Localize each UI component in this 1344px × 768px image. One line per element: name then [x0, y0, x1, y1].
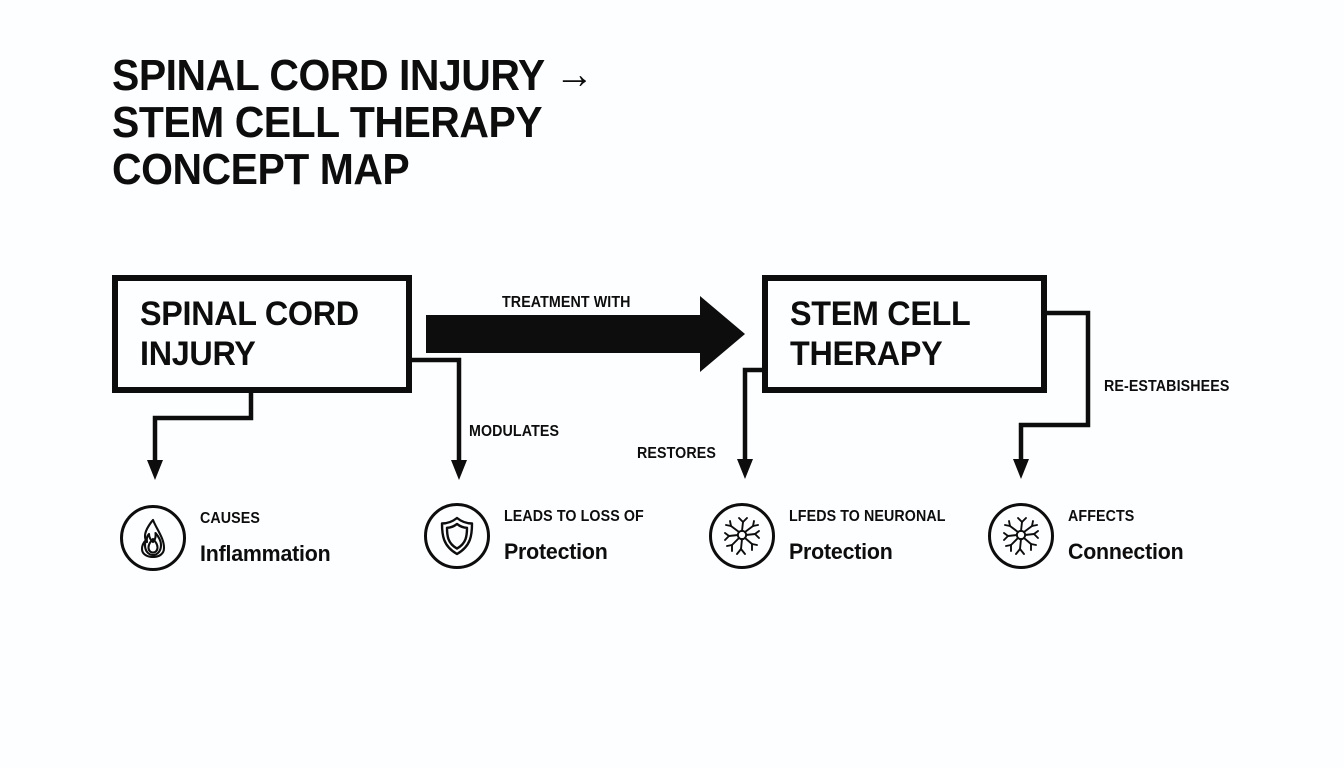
connector-restores: [737, 367, 762, 479]
right-arrow-icon: →: [554, 50, 594, 97]
node-inflammation-relation: CAUSES: [200, 509, 260, 527]
box-sci-line-2: INJURY: [140, 335, 256, 373]
title-line-2: STEM CELL THERAPY: [112, 98, 543, 147]
node-protection-loss[interactable]: LEADS TO LOSS OF Protection: [424, 503, 656, 569]
box-sct-line-1: STEM CELL: [790, 295, 971, 333]
connector-modulates: [412, 357, 467, 480]
node-connection-text: AFFECTS Connection: [1068, 508, 1187, 565]
node-inflammation[interactable]: CAUSES Inflammation: [120, 505, 335, 571]
connector-causes: [147, 393, 254, 480]
title-line-1-text: SPINAL CORD INJURY: [112, 51, 544, 100]
edge-label-treatment-with: TREATMENT WITH: [502, 294, 631, 311]
node-neuronal-protection-text: LFEDS TO NEURONAL Protection: [789, 508, 959, 565]
connector-reestablishes: [1013, 310, 1091, 479]
node-connection[interactable]: AFFECTS Connection: [988, 503, 1187, 569]
concept-box-spinal-cord-injury[interactable]: SPINAL CORD INJURY: [112, 275, 412, 393]
neuron-icon: [988, 503, 1054, 569]
title-line-3: CONCEPT MAP: [112, 145, 410, 194]
node-protection-loss-text: LEADS TO LOSS OF Protection: [504, 508, 656, 565]
box-sct-line-2: THERAPY: [790, 335, 943, 373]
edge-label-modulates: MODULATES: [469, 423, 560, 440]
node-inflammation-text: CAUSES Inflammation: [200, 510, 335, 567]
page-title: SPINAL CORD INJURY → STEM CELL THERAPY C…: [112, 50, 812, 194]
main-arrow-treatment: [426, 296, 745, 372]
node-protection-loss-name: Protection: [504, 538, 608, 564]
neuron-icon: [709, 503, 775, 569]
flame-icon: [120, 505, 186, 571]
node-neuronal-protection-name: Protection: [789, 538, 893, 564]
node-connection-relation: AFFECTS: [1068, 507, 1135, 525]
node-protection-loss-relation: LEADS TO LOSS OF: [504, 507, 644, 525]
node-inflammation-name: Inflammation: [200, 540, 331, 566]
node-connection-name: Connection: [1068, 538, 1184, 564]
shield-icon: [424, 503, 490, 569]
box-sci-line-1: SPINAL CORD: [140, 295, 359, 333]
edge-label-reestablishes: RE-ESTABISHEES: [1104, 378, 1230, 395]
node-neuronal-protection-relation: LFEDS TO NEURONAL: [789, 507, 946, 525]
title-line-1: SPINAL CORD INJURY →: [112, 50, 763, 100]
edge-label-restores: RESTORES: [637, 445, 716, 462]
node-neuronal-protection[interactable]: LFEDS TO NEURONAL Protection: [709, 503, 959, 569]
concept-box-stem-cell-therapy[interactable]: STEM CELL THERAPY: [762, 275, 1047, 393]
